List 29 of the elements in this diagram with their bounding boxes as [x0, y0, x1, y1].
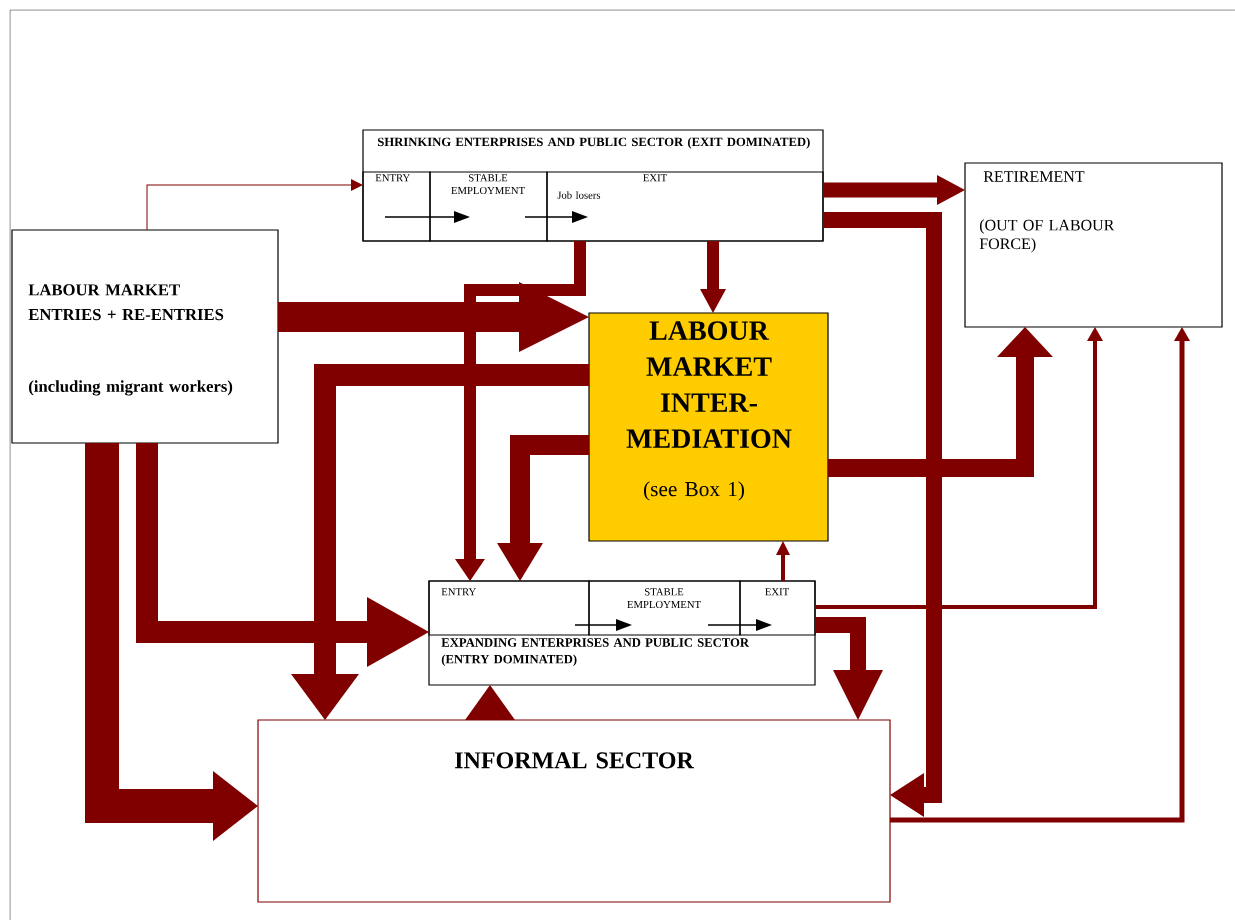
flow-arrow [136, 443, 429, 667]
arrow [707, 619, 772, 631]
arrow [455, 241, 586, 581]
stage-cell: ENTRY [428, 580, 590, 636]
flow-arrow [465, 685, 515, 720]
arrow [823, 212, 942, 817]
arrow [823, 175, 965, 205]
arrow [384, 211, 470, 223]
stage-cell: STABLE EMPLOYMENT [429, 171, 548, 242]
arrow [815, 617, 883, 720]
arrow [524, 211, 588, 223]
stage-cell: ENTRY [362, 171, 431, 242]
stage-cell: EXIT Job losers [546, 171, 824, 242]
stage-cell: EXIT [739, 580, 816, 636]
flow-arrow [278, 282, 589, 352]
process-box: LABOUR MARKET ENTRIES + RE-ENTRIES (including migrant workers) [11, 229, 279, 444]
arrow [574, 619, 632, 631]
arrow [828, 327, 1053, 477]
arrow [890, 327, 1190, 823]
flow-arrow [85, 443, 258, 841]
process-box: RETIREMENT (OUT OF LABOUR FORCE) [964, 162, 1223, 328]
arrow [146, 179, 363, 231]
flow-arrow [291, 364, 589, 720]
arrow [815, 327, 1103, 609]
arrow [700, 241, 726, 313]
arrow [776, 541, 790, 581]
stage-cell: STABLE EMPLOYMENT [588, 580, 741, 636]
highlight-box: LABOUR MARKET INTER- MEDIATION (see Box 1) [588, 312, 829, 542]
process-box: INFORMAL SECTOR [257, 719, 891, 903]
